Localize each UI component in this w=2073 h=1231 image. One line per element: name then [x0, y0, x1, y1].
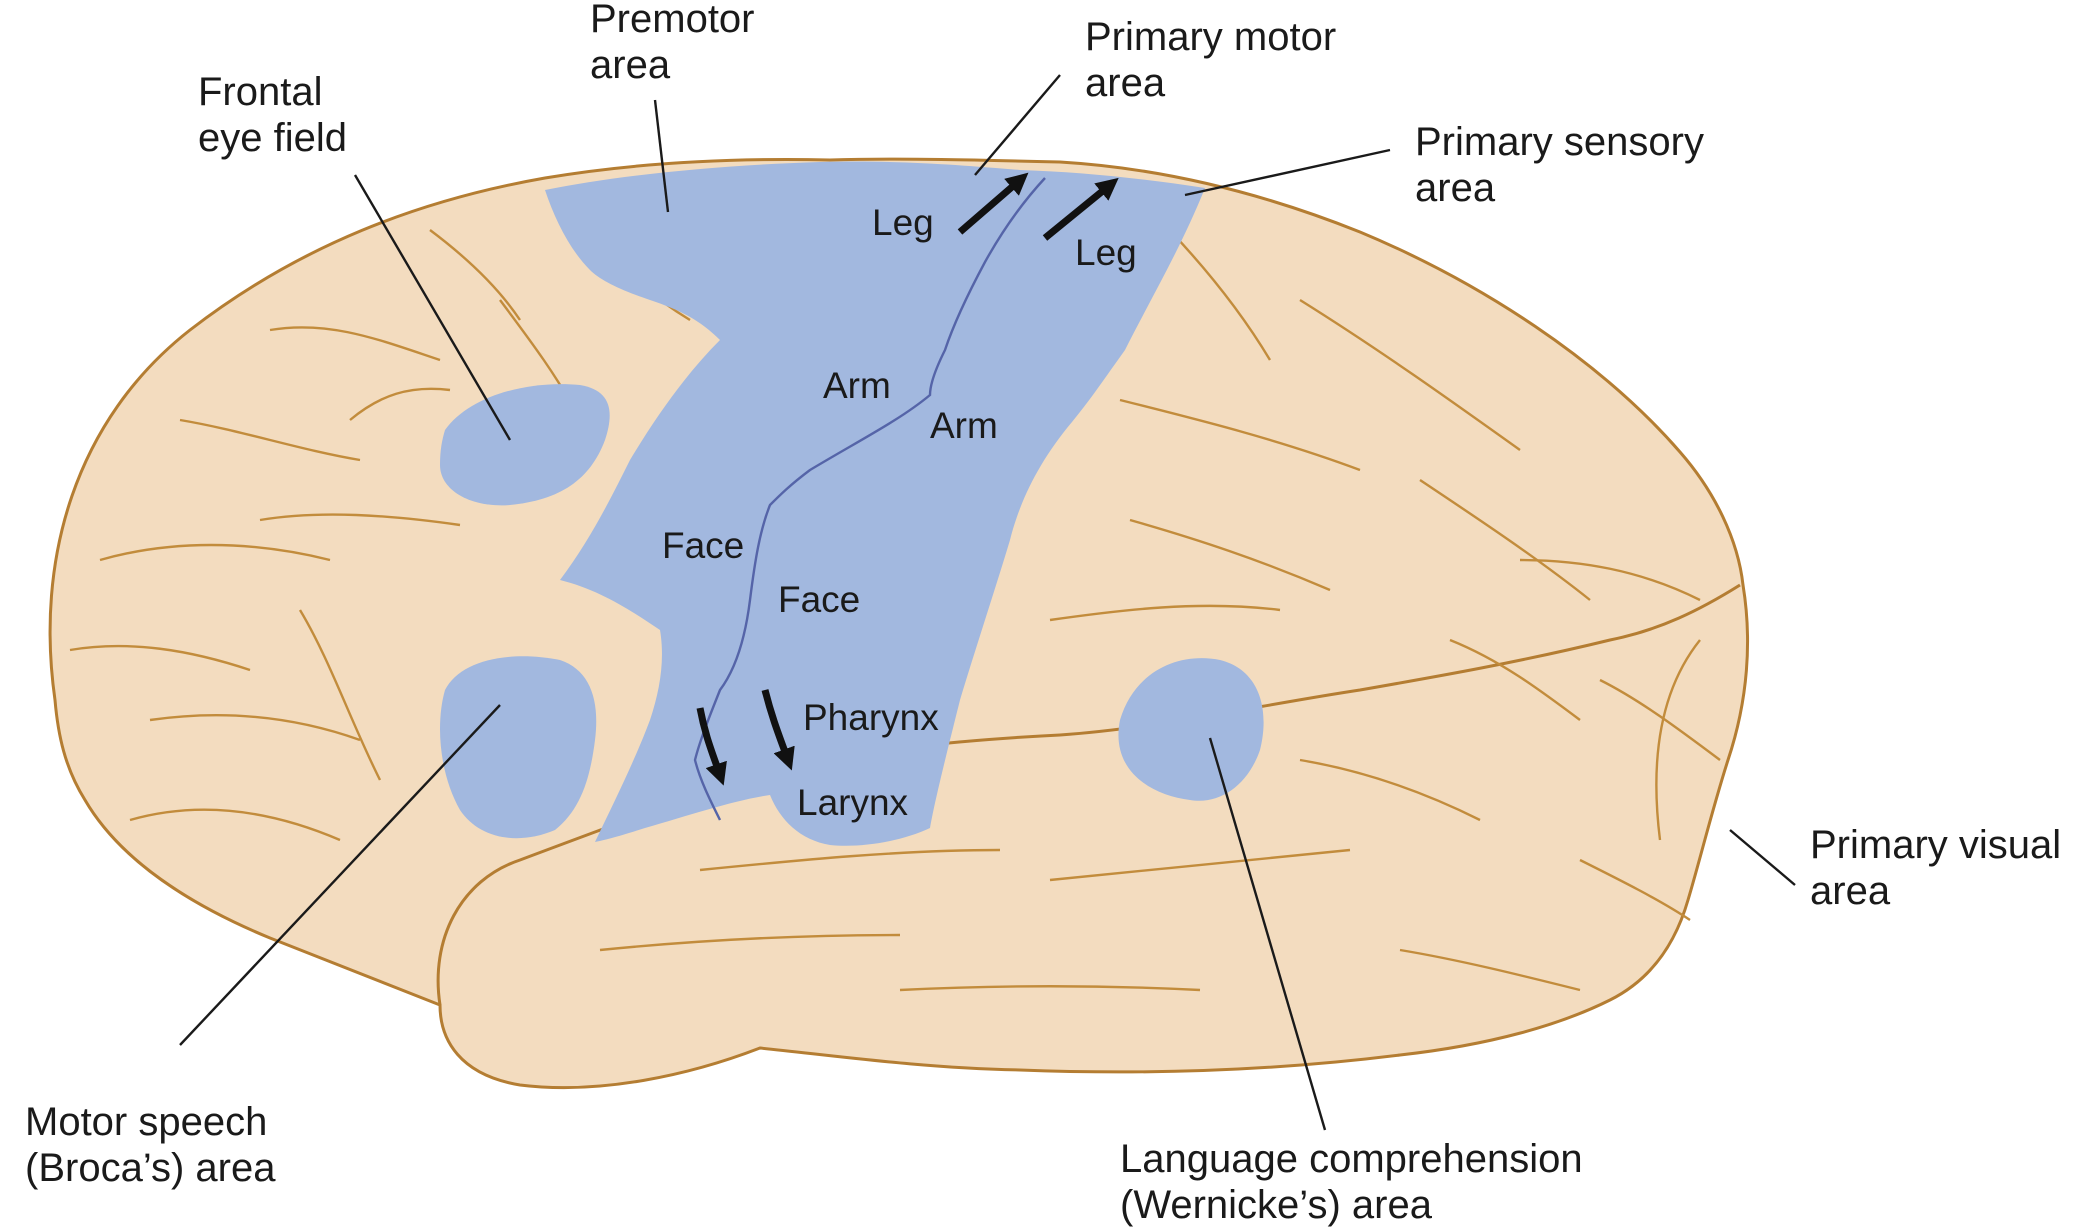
premotor-label-line-2: area [590, 43, 671, 87]
frontal-eye-leader [353, 174, 512, 441]
sensory-arm-label: Arm [930, 405, 998, 446]
temporal-lobe-outline [436, 583, 1741, 1006]
premotor-label-line-1: Premotor [590, 0, 755, 41]
motor-leg-arrow [957, 172, 1029, 235]
frontal-eye-label-line-2: eye field [198, 116, 347, 160]
primary-visual-leader [1729, 829, 1796, 886]
premotor-label: Premotor area [590, 0, 766, 87]
primary-motor-label-line-2: area [1085, 61, 1166, 105]
broca-area [440, 656, 597, 839]
sensory-leg-label: Leg [1075, 232, 1137, 273]
motor-pharynx-arrow [696, 707, 727, 786]
primary-sensory-label: Primary sensory area [1415, 120, 1715, 210]
sensory-face-label: Face [778, 579, 860, 620]
leader-lines [179, 74, 1796, 1131]
primary-visual-label: Primary visual area [1810, 823, 2072, 913]
frontal-eye-field [440, 384, 610, 506]
primary-motor-label: Primary motor area [1085, 15, 1347, 105]
larynx-label: Larynx [797, 782, 909, 823]
primary-sensory-label-line-1: Primary sensory [1415, 120, 1704, 164]
wernicke-area [1118, 658, 1264, 801]
sensory-leg-arrow [1042, 177, 1119, 241]
broca-label-line-2: (Broca’s) area [25, 1146, 276, 1190]
gyrus-lines [69, 204, 1721, 992]
sensory-pharynx-arrow [761, 689, 795, 771]
motor-arm-label: Arm [823, 365, 891, 406]
primary-sensory-label-line-2: area [1415, 166, 1496, 210]
wernicke-label-line-2: (Wernicke’s) area [1120, 1183, 1433, 1227]
frontal-eye-label: Frontal eye field [198, 70, 347, 160]
broca-label-line-1: Motor speech [25, 1100, 267, 1144]
primary-visual-label-line-1: Primary visual [1810, 823, 2061, 867]
primary-visual-label-line-2: area [1810, 869, 1891, 913]
sensorimotor-cortex [545, 161, 1205, 846]
wernicke-leader [1208, 737, 1327, 1131]
wernicke-label: Language comprehension (Wernicke’s) area [1120, 1137, 1594, 1227]
broca-leader [179, 704, 501, 1046]
premotor-leader [653, 99, 670, 213]
primary-motor-leader [974, 74, 1061, 176]
primary-motor-label-line-1: Primary motor [1085, 15, 1336, 59]
pharynx-label: Pharynx [803, 697, 939, 738]
central-sulcus [693, 177, 1046, 821]
primary-sensory-leader [1184, 148, 1391, 197]
wernicke-label-line-1: Language comprehension [1120, 1137, 1583, 1181]
broca-label: Motor speech (Broca’s) area [25, 1100, 278, 1190]
frontal-eye-label-line-1: Frontal [198, 70, 323, 114]
motor-leg-label: Leg [872, 202, 934, 243]
motor-face-label: Face [662, 525, 744, 566]
